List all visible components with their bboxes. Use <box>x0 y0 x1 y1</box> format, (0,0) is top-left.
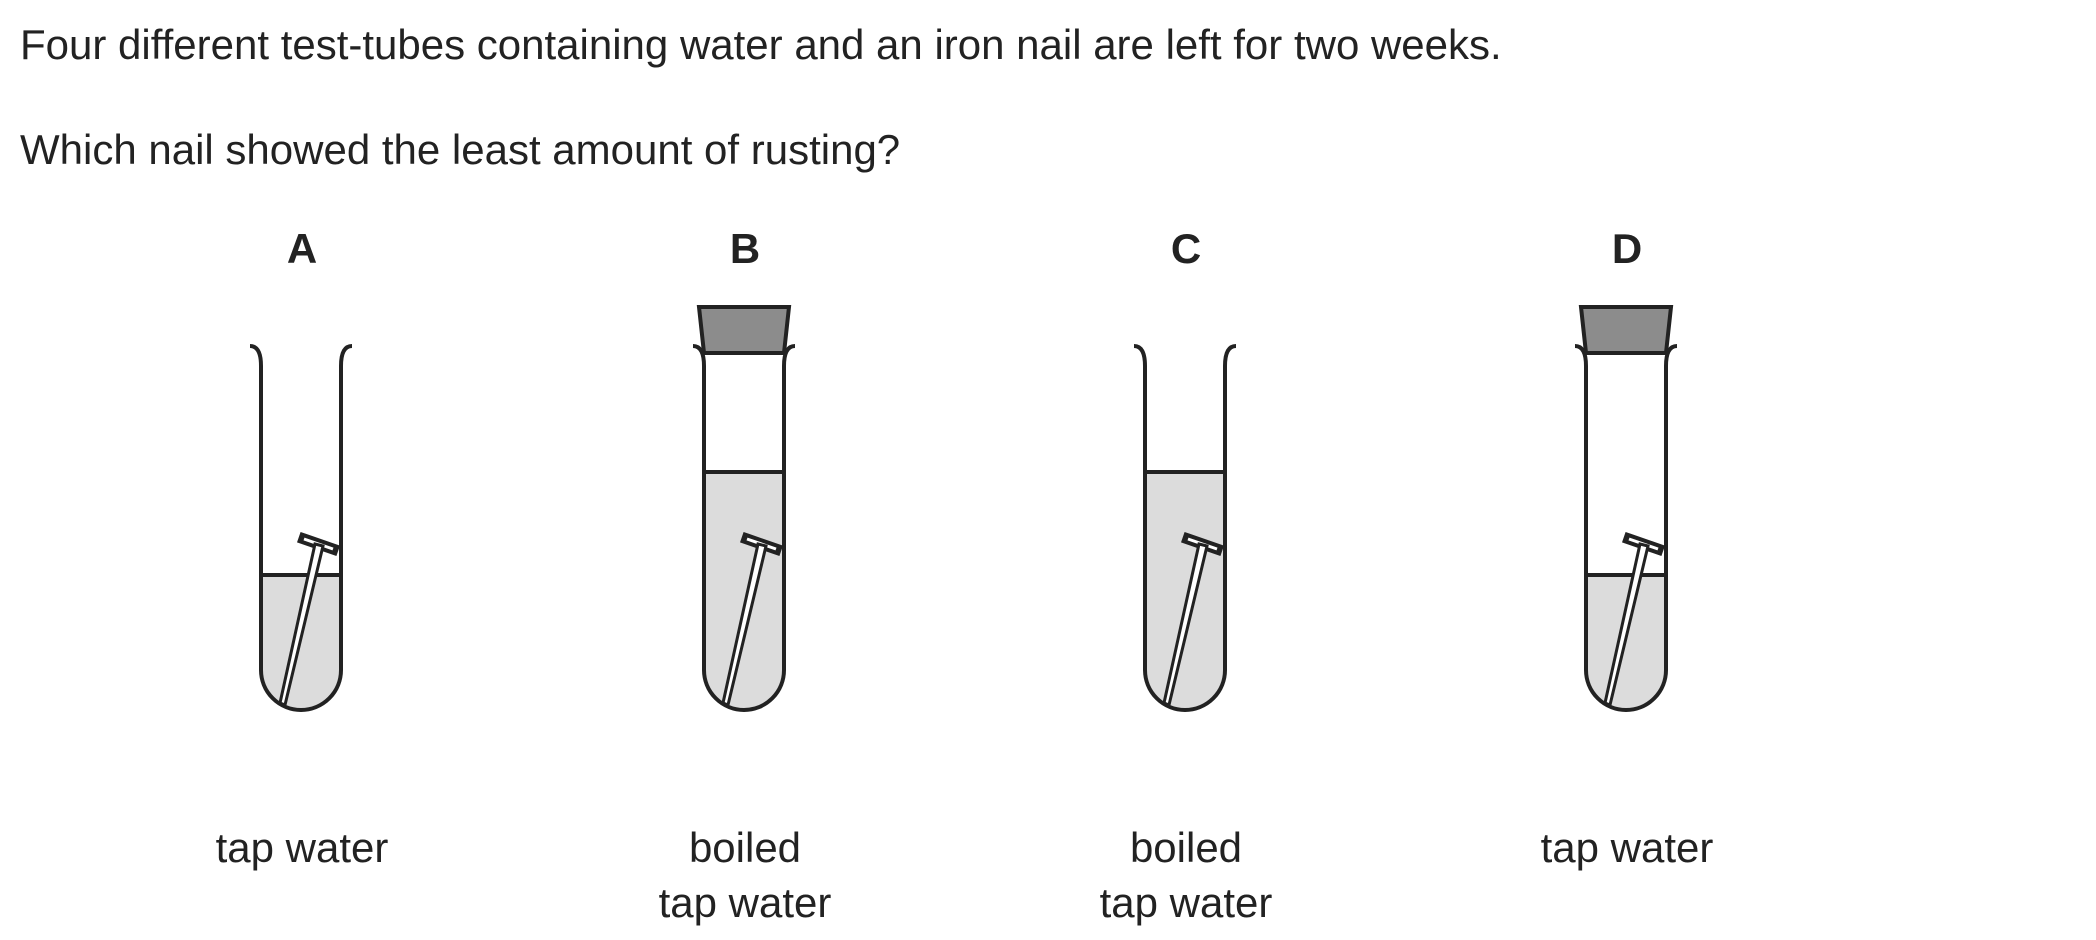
tube-outline <box>249 344 353 712</box>
tube-caption: tap water <box>1540 824 1714 871</box>
tube-d-group: D tap water <box>1457 225 1797 935</box>
tube-label: B <box>729 225 761 272</box>
question-text: Four different test-tubes containing wat… <box>20 21 1502 68</box>
test-tube-c <box>1133 344 1237 712</box>
test-tube-b <box>692 305 796 712</box>
tube-outline <box>1133 344 1237 712</box>
tube-a-group: A tap water <box>132 225 472 935</box>
tube-c-group: C boiled tap water <box>1016 225 1356 935</box>
test-tube-d <box>1574 305 1678 712</box>
tube-label: D <box>1611 225 1643 272</box>
tube-b-group: B boiled tap water <box>575 225 915 935</box>
tube-outline <box>1574 344 1678 712</box>
tube-label: A <box>286 225 318 272</box>
tube-caption: boiled tap water <box>658 824 832 926</box>
tube-caption: tap water <box>215 824 389 871</box>
tube-outline <box>692 344 796 712</box>
rubber-stopper <box>696 305 792 355</box>
test-tube-a <box>249 344 353 712</box>
boiled-water <box>1145 472 1225 710</box>
tube-label: C <box>1170 225 1202 272</box>
iron-nail <box>1603 532 1665 708</box>
tube-caption: boiled tap water <box>1099 824 1273 926</box>
question-prompt: Which nail showed the least amount of ru… <box>20 126 901 173</box>
iron-nail <box>278 532 340 708</box>
iron-nail <box>1162 532 1224 708</box>
boiled-water <box>704 472 784 710</box>
iron-nail <box>721 532 783 708</box>
rubber-stopper <box>1578 305 1674 355</box>
